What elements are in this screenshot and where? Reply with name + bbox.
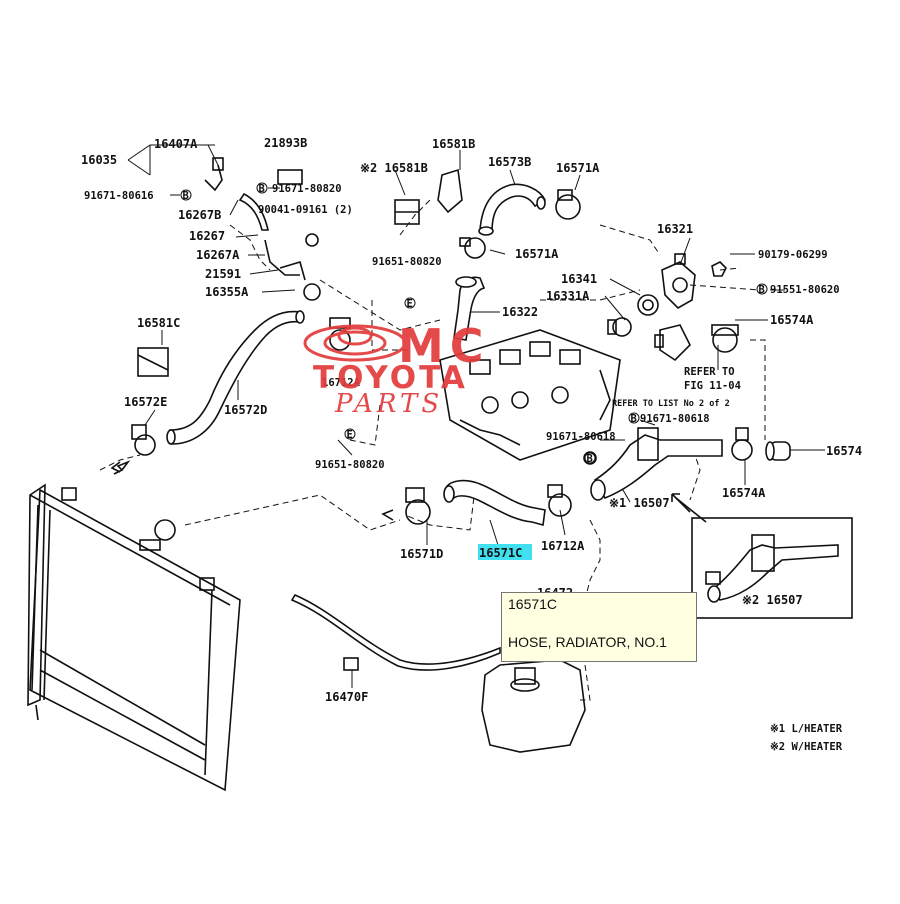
gasket-16341: [637, 294, 659, 316]
label-16571C[interactable]: 16571C: [479, 546, 522, 560]
svg-text:E: E: [347, 429, 353, 441]
refer-list[interactable]: REFER TO LIST No 2 of 2: [612, 399, 730, 409]
label-91551-80620[interactable]: 91551-80620: [770, 284, 840, 296]
clamp-16571D: [405, 487, 431, 525]
toyota-logo-icon: [303, 324, 407, 362]
label-16355A[interactable]: 16355A: [205, 285, 249, 299]
label-91651-80820-a[interactable]: 91651-80820: [372, 256, 442, 268]
clamp-16712A-bot: [547, 484, 572, 517]
label-16573B[interactable]: 16573B: [488, 155, 531, 169]
label-21591[interactable]: 21591: [205, 267, 241, 281]
label-90179-06299[interactable]: 90179-06299: [758, 249, 828, 261]
watermark-brand: TOYOTA: [313, 360, 468, 396]
label-16581B[interactable]: 16581B: [432, 137, 475, 151]
svg-text:B: B: [631, 413, 637, 425]
label-16321[interactable]: 16321: [657, 222, 693, 236]
svg-text:B: B: [759, 284, 765, 296]
bolt-90179: [711, 261, 727, 277]
engine-cylinder-head: [439, 329, 621, 461]
label-16407A[interactable]: 16407A: [154, 137, 198, 151]
hose-16572D: [169, 310, 301, 445]
legend-l-heater: ※1 L/HEATER: [770, 723, 843, 735]
part-labels: 16407A 21893B 16035 91671-80616 91671-80…: [81, 136, 862, 753]
inset-box: [691, 517, 853, 619]
clamp-16581B-note: [394, 199, 420, 225]
svg-text:B: B: [587, 453, 593, 465]
watermark: MC TOYOTA PARTS: [303, 319, 490, 419]
clamp-16571A-mid: [459, 237, 486, 259]
svg-text:E: E: [407, 298, 413, 310]
thermostat-16331A: [607, 317, 632, 337]
label-90041-09161[interactable]: 90041-09161 (2): [258, 204, 353, 216]
label-16571A-mid[interactable]: 16571A: [515, 247, 559, 261]
part-tooltip: 16571C HOSE, RADIATOR, NO.1: [501, 592, 697, 662]
label-16574[interactable]: 16574: [826, 444, 862, 458]
hose-16574: [765, 441, 791, 461]
label-16574A-top[interactable]: 16574A: [770, 313, 814, 327]
label-16574A-bot[interactable]: 16574A: [722, 486, 766, 500]
clamp-16581C: [137, 347, 169, 377]
label-91671-80618-b[interactable]: 91671-80618: [546, 431, 616, 443]
label-16571D[interactable]: 16571D: [400, 547, 443, 561]
legend-w-heater: ※2 W/HEATER: [770, 741, 843, 753]
label-21893B[interactable]: 21893B: [264, 136, 307, 150]
clamp-16572E: [131, 424, 156, 456]
bypass-pipe-group: [204, 157, 321, 301]
svg-text:B: B: [183, 190, 189, 202]
refer-fig-line2[interactable]: FIG 11-04: [684, 380, 741, 392]
hose-16571C: [444, 479, 546, 527]
clamp-16574A-bot: [731, 427, 753, 461]
tooltip-part-code: 16571C: [508, 596, 558, 612]
label-16572D[interactable]: 16572D: [224, 403, 267, 417]
label-16507-note1[interactable]: ※1 16507: [609, 496, 670, 510]
label-91671-80820[interactable]: 91671-80820: [272, 183, 342, 195]
reservoir-tank: [481, 659, 586, 753]
hose-16573B: [479, 183, 547, 233]
label-16507-note2[interactable]: ※2 16507: [742, 593, 803, 607]
label-16341[interactable]: 16341: [561, 272, 597, 286]
refer-fig-line1[interactable]: REFER TO: [684, 366, 735, 378]
water-pipe-16507: [593, 434, 723, 500]
label-91671-80618-a[interactable]: 91671-80618: [640, 413, 710, 425]
label-16035[interactable]: 16035: [81, 153, 117, 167]
label-16581C[interactable]: 16581C: [137, 316, 180, 330]
clamp-16574A-top: [711, 324, 739, 353]
overflow-hose-16470F: [290, 593, 501, 671]
label-16267[interactable]: 16267: [189, 229, 225, 243]
label-91651-80820-b[interactable]: 91651-80820: [315, 459, 385, 471]
highlight-16571C: [478, 544, 532, 560]
clamp-16571A-top: [555, 189, 581, 220]
label-16267B[interactable]: 16267B: [178, 208, 221, 222]
dashed-connectors: [99, 199, 766, 701]
label-16470F[interactable]: 16470F: [325, 690, 368, 704]
inlet-housing: [654, 324, 691, 362]
radiator: [27, 483, 241, 792]
label-16267A[interactable]: 16267A: [196, 248, 240, 262]
label-91671-80616[interactable]: 91671-80616: [84, 190, 154, 202]
parts: [27, 157, 853, 792]
watermark-mc: MC: [398, 319, 490, 373]
label-16712A-bot[interactable]: 16712A: [541, 539, 585, 553]
label-16572E[interactable]: 16572E: [124, 395, 167, 409]
label-16571A-top[interactable]: 16571A: [556, 161, 600, 175]
clamp-16581B: [437, 168, 463, 214]
label-16322[interactable]: 16322: [502, 305, 538, 319]
svg-text:B: B: [259, 183, 265, 195]
watermark-parts: PARTS: [334, 389, 443, 419]
tooltip-part-name: HOSE, RADIATOR, NO.1: [508, 634, 667, 650]
label-16331A[interactable]: 16331A: [546, 289, 590, 303]
label-16712A-left[interactable]: 16712A: [322, 377, 361, 389]
water-outlet-16321: [661, 253, 696, 309]
label-16581B-note[interactable]: ※2 16581B: [360, 161, 428, 175]
circled-marks: B B E E B B B: [180, 182, 768, 465]
